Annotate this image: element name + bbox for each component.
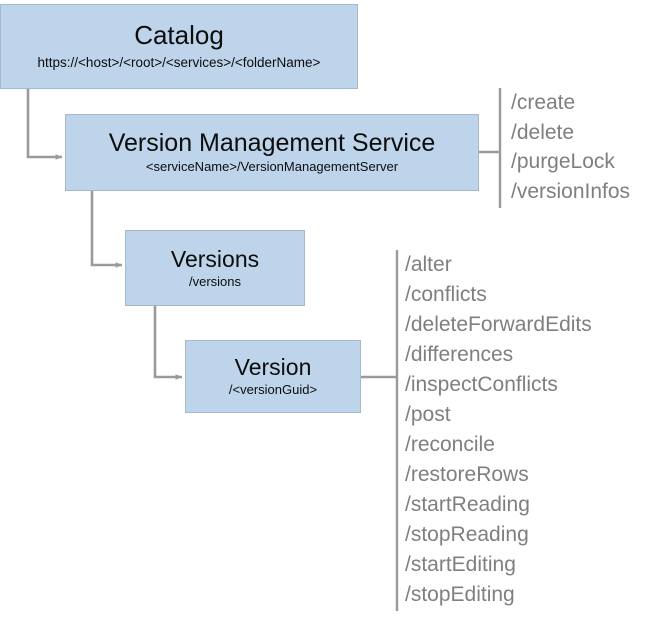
operation-item[interactable]: /differences xyxy=(405,343,514,366)
node-catalog-url: https://<host>/<root>/<services>/<folder… xyxy=(37,54,321,70)
operation-item[interactable]: /delete xyxy=(511,120,575,144)
operation-item[interactable]: /reconcile xyxy=(405,433,495,456)
operation-item[interactable]: /stopEditing xyxy=(405,583,515,606)
operation-item[interactable]: /stopReading xyxy=(405,523,529,546)
operation-item[interactable]: /inspectConflicts xyxy=(405,373,558,396)
node-catalog: Catalog https://<host>/<root>/<services>… xyxy=(0,4,358,89)
node-versions-title: Versions xyxy=(170,245,260,272)
node-version-management-service-url: <serviceName>/VersionManagementServer xyxy=(145,159,399,175)
operation-item[interactable]: /versionInfos xyxy=(511,179,631,203)
operation-item[interactable]: /purgeLock xyxy=(511,150,615,174)
operation-item[interactable]: /post xyxy=(405,403,451,426)
node-version-management-service: Version Management Service <serviceName>… xyxy=(65,114,479,191)
node-version: Version /<versionGuid> xyxy=(185,340,361,413)
operations-version: /alter/conflicts/deleteForwardEdits/diff… xyxy=(405,250,592,610)
operations-version-management-service: /create/delete/purgeLock/versionInfos xyxy=(511,88,630,206)
node-versions: Versions /versions xyxy=(125,230,305,306)
node-versions-url: /versions xyxy=(188,273,242,289)
operation-item[interactable]: /startEditing xyxy=(405,553,516,576)
node-version-management-service-title: Version Management Service xyxy=(108,128,436,157)
operation-item[interactable]: /deleteForwardEdits xyxy=(405,313,592,336)
node-version-title: Version xyxy=(234,354,312,381)
node-version-url: /<versionGuid> xyxy=(228,382,318,398)
operation-item[interactable]: /startReading xyxy=(405,493,530,516)
operation-item[interactable]: /restoreRows xyxy=(405,463,529,486)
operation-item[interactable]: /alter xyxy=(405,253,452,276)
node-catalog-title: Catalog xyxy=(134,20,224,51)
operation-item[interactable]: /create xyxy=(511,91,576,114)
operation-item[interactable]: /conflicts xyxy=(405,283,487,306)
